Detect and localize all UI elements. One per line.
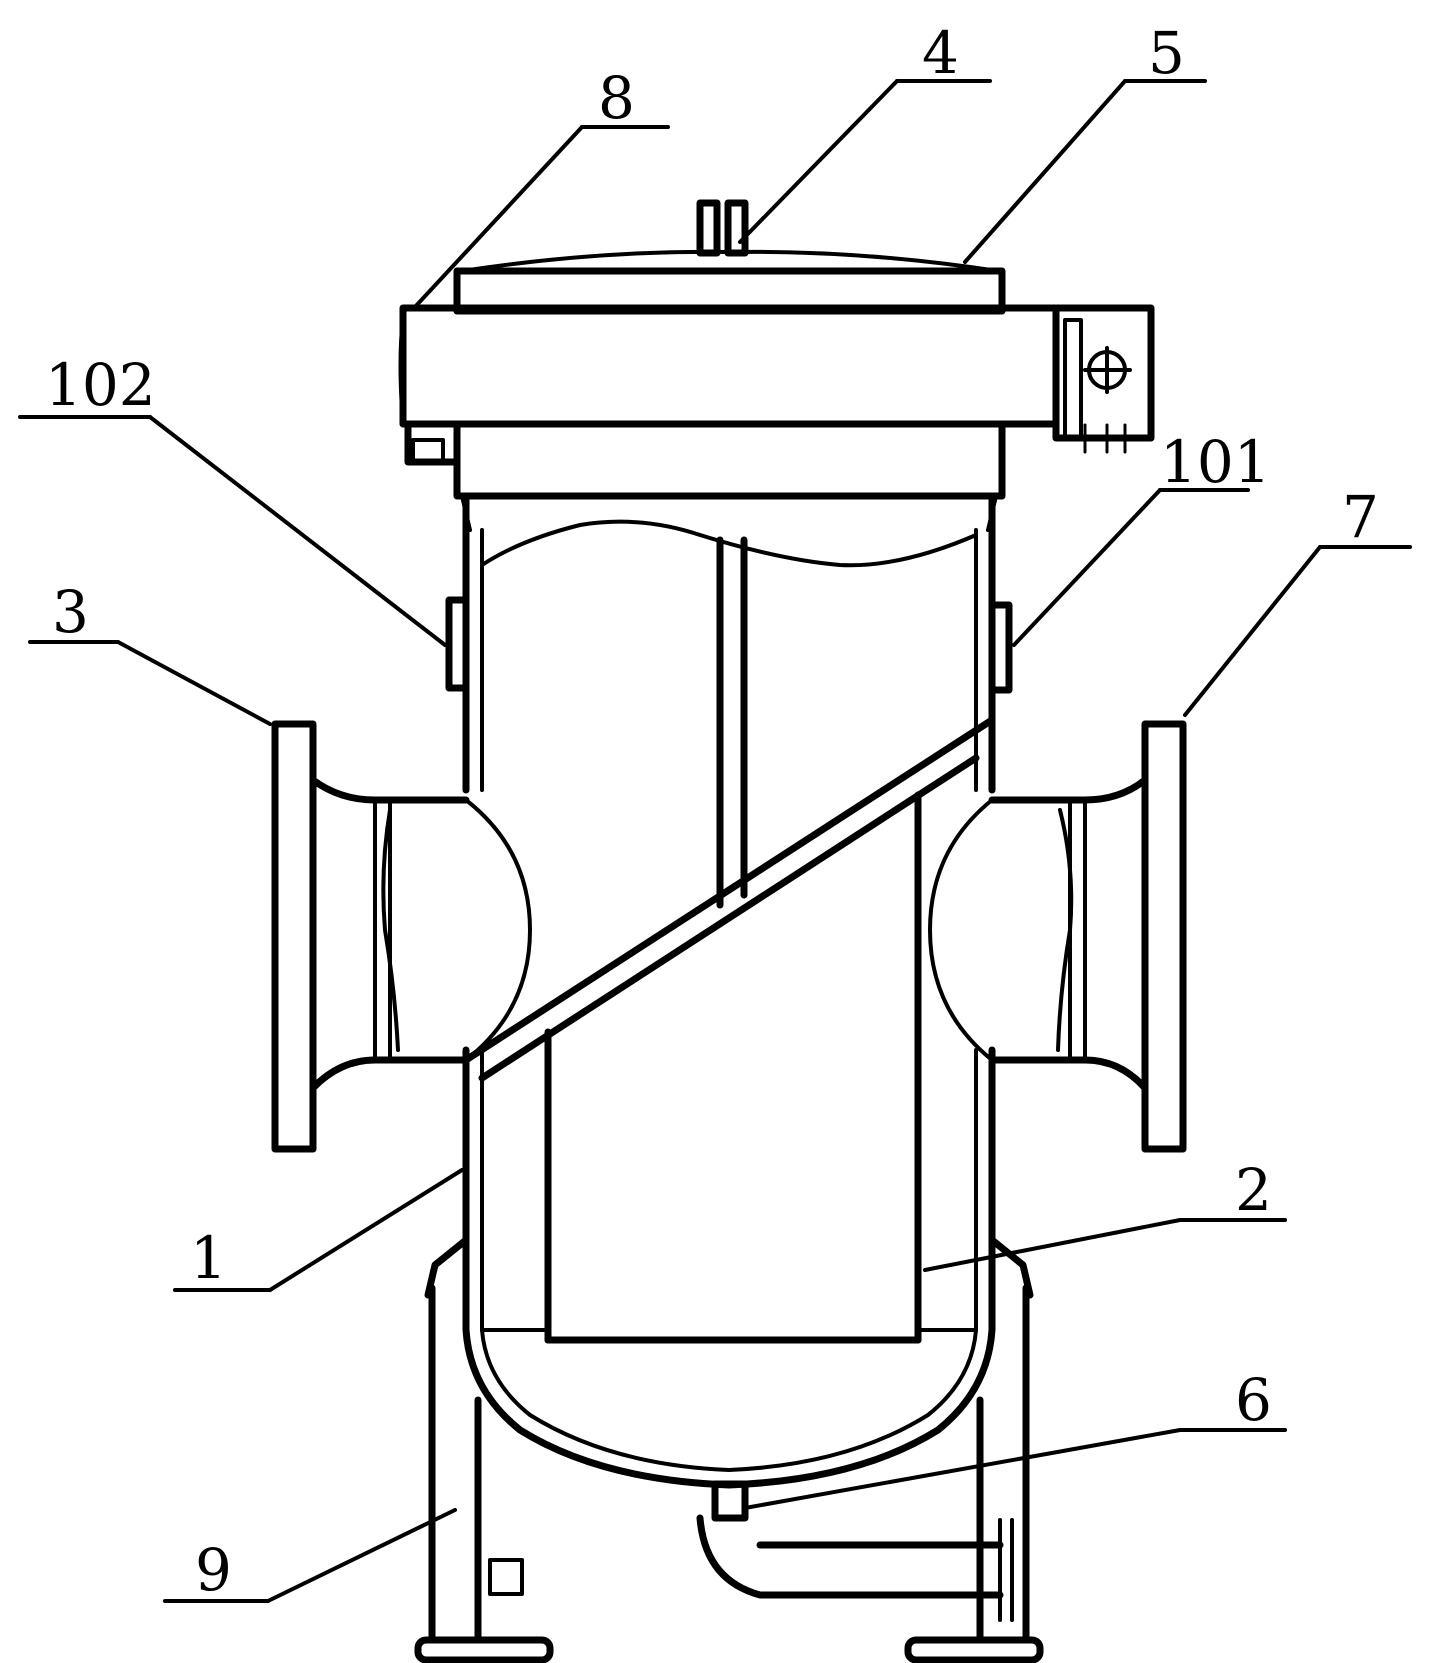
label-9: 9 [195, 1536, 232, 1604]
label-5: 5 [1148, 19, 1185, 87]
diagonal-partition [462, 716, 996, 1082]
bottom-head [462, 1326, 996, 1489]
cutaway-break-line [480, 519, 978, 568]
support-legs [414, 1236, 1044, 1663]
outlet-nozzle [928, 720, 1187, 1153]
label-8: 8 [598, 64, 635, 132]
lower-flange-ring [453, 420, 1006, 500]
label-102: 102 [45, 351, 156, 419]
lid-nozzle [696, 199, 749, 257]
left-lug [398, 316, 459, 466]
label-4: 4 [922, 19, 959, 87]
label-7: 7 [1342, 483, 1379, 551]
lid-clamp-bracket [1052, 304, 1155, 454]
inlet-nozzle [271, 720, 532, 1153]
top-flange [399, 304, 1060, 428]
filter-cartridge [480, 536, 978, 1344]
label-2: 2 [1235, 1156, 1272, 1224]
side-port-101 [988, 601, 1013, 694]
side-port-102 [445, 596, 470, 692]
callout-labels: 8 4 5 102 101 3 7 1 2 6 9 [45, 19, 1379, 1604]
lid-cover [453, 249, 1006, 315]
label-101: 101 [1160, 428, 1271, 496]
label-1: 1 [190, 1224, 227, 1292]
label-3: 3 [52, 578, 89, 646]
drain-outlet [696, 1480, 1014, 1622]
label-6: 6 [1235, 1366, 1272, 1434]
leader-lines [18, 79, 1412, 1603]
